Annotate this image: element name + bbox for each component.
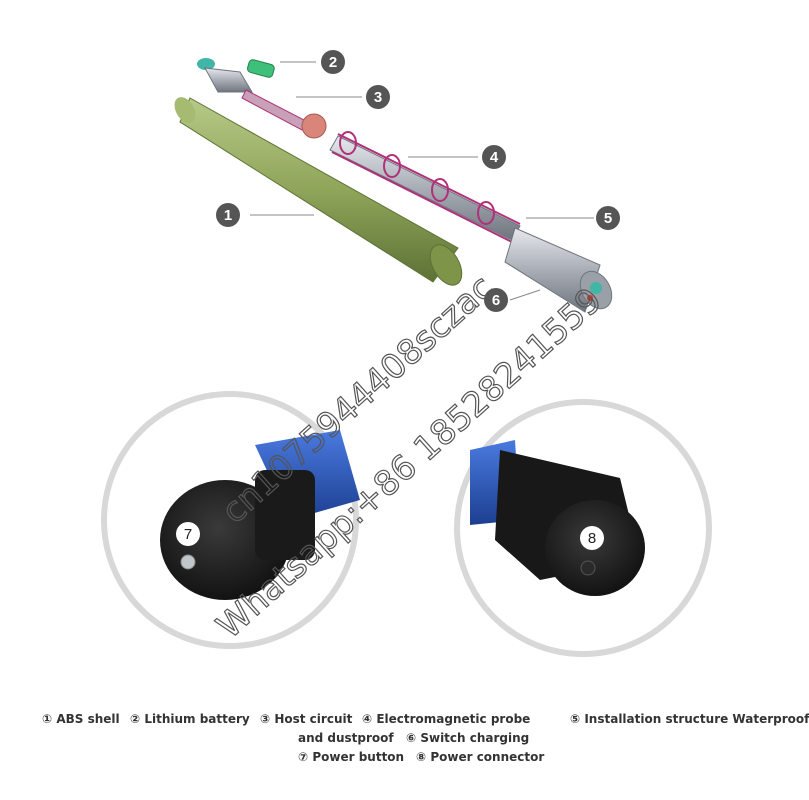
exploded-diagram: 1 2 3 4 5 6 7 bbox=[101, 50, 712, 657]
installation-structure-part bbox=[504, 227, 613, 313]
host-circuit-part bbox=[197, 58, 327, 139]
callout-3: 3 bbox=[366, 85, 390, 109]
callout-6: 6 bbox=[484, 288, 508, 312]
lithium-battery-part bbox=[247, 59, 275, 78]
legend-item-electromagnetic-probe: ④ Electromagnetic probe bbox=[362, 712, 531, 726]
legend-item-lithium-battery: ② Lithium battery bbox=[130, 712, 250, 726]
callout-7: 7 bbox=[176, 522, 200, 546]
legend-item-host-circuit: ③ Host circuit bbox=[260, 712, 353, 726]
legend-item-switch-charging: ⑥ Switch charging bbox=[406, 731, 530, 745]
detail-power-connector: 8 bbox=[454, 399, 712, 657]
legend-item-abs-shell: ① ABS shell bbox=[42, 712, 120, 726]
callout-5-label: 5 bbox=[604, 210, 612, 227]
callout-1-label: 1 bbox=[224, 207, 232, 224]
callout-5: 5 bbox=[596, 206, 620, 230]
legend-item-dustproof: and dustproof bbox=[298, 731, 394, 745]
callout-3-label: 3 bbox=[374, 89, 382, 106]
callout-4: 4 bbox=[482, 145, 506, 169]
legend-item-installation-structure: ⑤ Installation structure Waterproof bbox=[570, 712, 809, 726]
legend-item-power-button: ⑦ Power button bbox=[298, 750, 405, 764]
callout-1: 1 bbox=[216, 203, 240, 227]
callout-2-label: 2 bbox=[329, 54, 337, 71]
callout-2: 2 bbox=[321, 50, 345, 74]
abs-shell-tube bbox=[174, 97, 463, 286]
callout-7-label: 7 bbox=[184, 526, 192, 543]
legend-item-power-connector: ⑧ Power connector bbox=[416, 750, 545, 764]
callout-6-label: 6 bbox=[492, 292, 500, 309]
callout-4-label: 4 bbox=[490, 149, 499, 166]
callout-8: 8 bbox=[580, 526, 604, 550]
legend: ① ABS shell ② Lithium battery ③ Host cir… bbox=[0, 708, 809, 778]
detail-power-button: 7 bbox=[101, 391, 360, 649]
callout-lines bbox=[250, 61, 594, 301]
callout-8-label: 8 bbox=[588, 530, 596, 547]
